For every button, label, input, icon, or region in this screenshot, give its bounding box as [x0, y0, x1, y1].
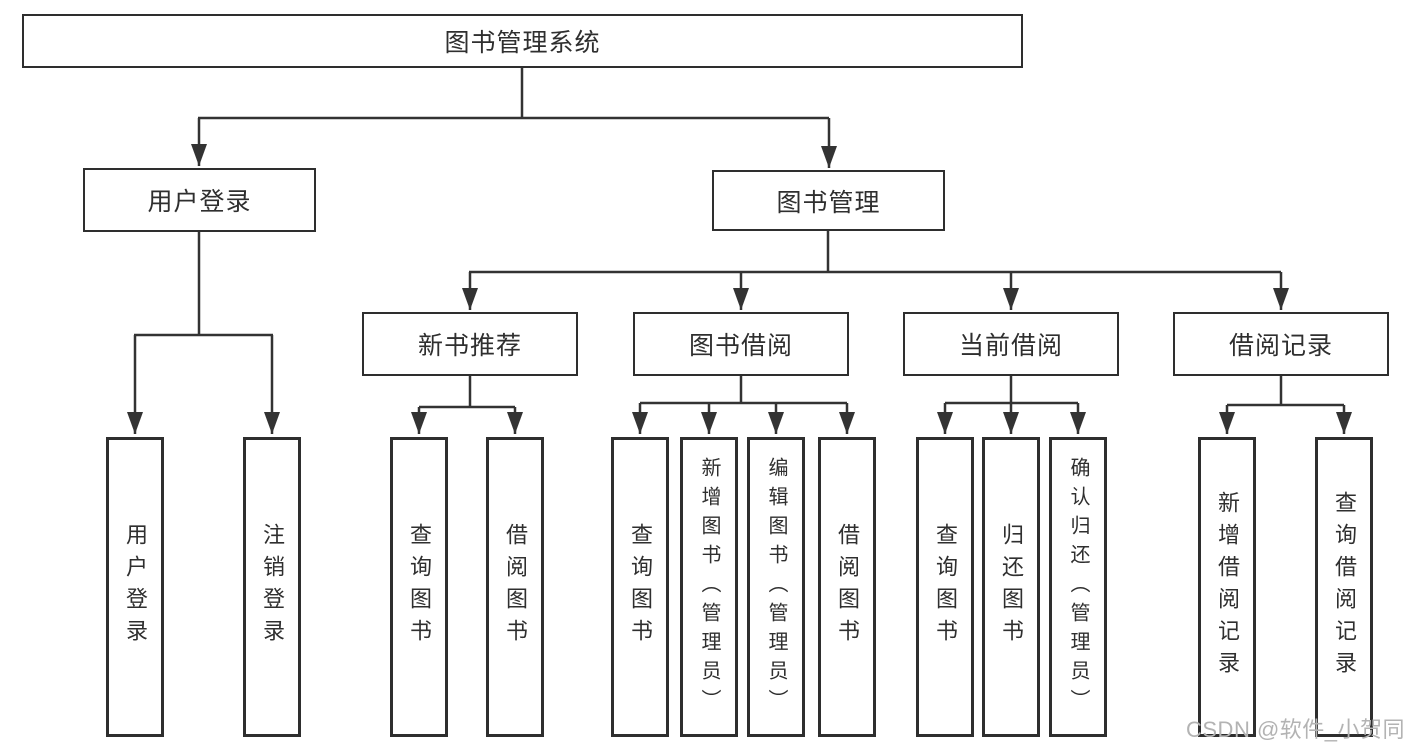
leaf-query-books-current: 查询图书: [916, 437, 974, 737]
leaf-return-book-label: 归还图书: [999, 523, 1024, 651]
leaf-user-login-label: 用户登录: [123, 523, 148, 651]
leaf-add-book-admin: 新增图书（管理员）: [680, 437, 738, 737]
node-library-system-label: 图书管理系统: [444, 29, 601, 57]
leaf-query-books-borrowing-label: 查询图书: [628, 523, 653, 651]
leaf-borrow-books-borrowing-label: 借阅图书: [835, 523, 860, 651]
node-library-system: 图书管理系统: [22, 14, 1023, 68]
node-current-borrowing: 当前借阅: [903, 312, 1119, 376]
leaf-return-book: 归还图书: [982, 437, 1040, 737]
leaf-borrow-books-recommend-label: 借阅图书: [503, 523, 528, 651]
node-book-management-label: 图书管理: [776, 188, 881, 217]
leaf-logout-label: 注销登录: [260, 523, 285, 651]
leaf-edit-book-admin: 编辑图书（管理员）: [747, 437, 805, 737]
leaf-query-books-borrowing: 查询图书: [611, 437, 669, 737]
leaf-query-books-recommend-label: 查询图书: [407, 523, 432, 651]
leaf-user-login: 用户登录: [106, 437, 164, 737]
leaf-add-borrow-record-label: 新增借阅记录: [1215, 491, 1240, 683]
node-new-book-recommend: 新书推荐: [362, 312, 578, 376]
node-borrow-records-label: 借阅记录: [1228, 332, 1333, 360]
node-new-book-recommend-label: 新书推荐: [417, 332, 522, 360]
node-user-login: 用户登录: [83, 168, 316, 232]
leaf-query-borrow-record-label: 查询借阅记录: [1332, 491, 1357, 683]
node-user-login-label: 用户登录: [147, 188, 252, 216]
node-borrow-records: 借阅记录: [1173, 312, 1389, 376]
node-book-management: 图书管理: [712, 170, 945, 231]
leaf-add-borrow-record: 新增借阅记录: [1198, 437, 1256, 737]
leaf-query-books-current-label: 查询图书: [933, 523, 958, 651]
leaf-logout: 注销登录: [243, 437, 301, 737]
node-current-borrowing-label: 当前借阅: [958, 332, 1063, 360]
csdn-watermark: CSDN @软件_小贺同学: [1186, 717, 1405, 742]
node-book-borrowing-label: 图书借阅: [688, 332, 793, 360]
leaf-borrow-books-recommend: 借阅图书: [486, 437, 544, 737]
leaf-query-borrow-record: 查询借阅记录: [1315, 437, 1373, 737]
leaf-edit-book-admin-label: 编辑图书（管理员）: [765, 456, 787, 718]
node-book-borrowing: 图书借阅: [633, 312, 849, 376]
leaf-borrow-books-borrowing: 借阅图书: [818, 437, 876, 737]
leaf-add-book-admin-label: 新增图书（管理员）: [698, 456, 720, 718]
leaf-query-books-recommend: 查询图书: [390, 437, 448, 737]
leaf-confirm-return-admin-label: 确认归还（管理员）: [1067, 456, 1089, 718]
leaf-confirm-return-admin: 确认归还（管理员）: [1049, 437, 1107, 737]
